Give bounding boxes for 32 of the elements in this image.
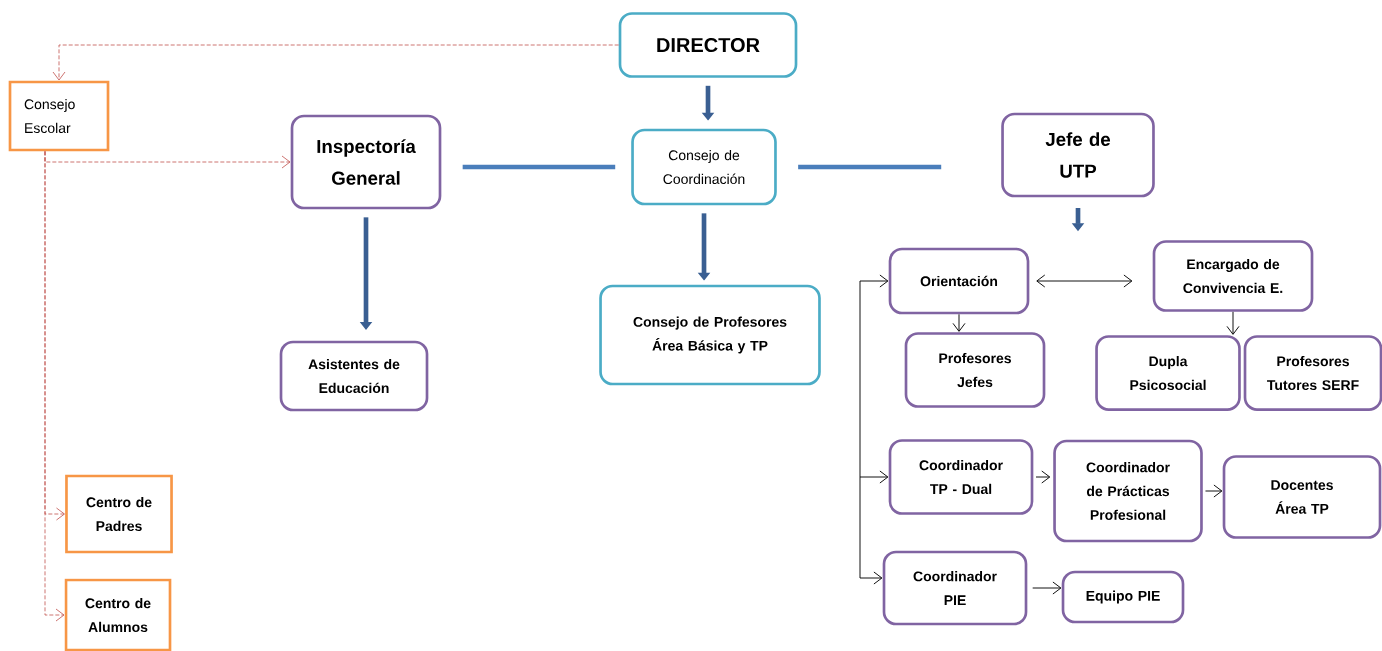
arrow: [859, 470, 889, 484]
org-box: Consejo Escolar: [8, 80, 110, 152]
org-box: Orientación: [888, 247, 1030, 315]
arrow: [1035, 470, 1051, 484]
org-box: Consejo de Profesores Área Básica y TP: [599, 284, 821, 386]
org-box: Profesores Tutores SERF: [1243, 335, 1382, 411]
org-box: Centro de Padres: [65, 474, 173, 554]
org-box: Asistentes de Educación: [279, 340, 429, 412]
connector-line: [462, 164, 616, 170]
org-box: Docentes Área TP: [1222, 455, 1382, 539]
org-box: Encargado de Convivencia E.: [1152, 240, 1314, 312]
arrow: [1226, 311, 1240, 335]
org-box: Consejo de Coordinación: [631, 128, 777, 206]
arrow: [1032, 581, 1062, 595]
org-box: Jefe de UTP: [1001, 112, 1155, 198]
arrow: [952, 313, 966, 332]
arrow: [1036, 274, 1133, 288]
org-box: Coordinador PIE: [882, 550, 1028, 626]
org-box: Equipo PIE: [1061, 570, 1185, 624]
arrow: [859, 274, 889, 579]
org-box: Profesores Jefes: [904, 332, 1046, 408]
org-box: Coordinador TP - Dual: [888, 439, 1034, 515]
org-box: Inspectoría General: [290, 114, 442, 210]
connector-line: [798, 164, 942, 170]
arrow: [859, 571, 883, 585]
arrow: [44, 150, 65, 622]
arrow: [52, 44, 620, 81]
org-box: DIRECTOR: [618, 12, 798, 78]
org-box: Coordinador de Prácticas Profesional: [1053, 439, 1203, 543]
arrow: [1205, 484, 1223, 498]
org-box: Centro de Alumnos: [64, 578, 172, 651]
org-box: Dupla Psicosocial: [1095, 335, 1241, 411]
